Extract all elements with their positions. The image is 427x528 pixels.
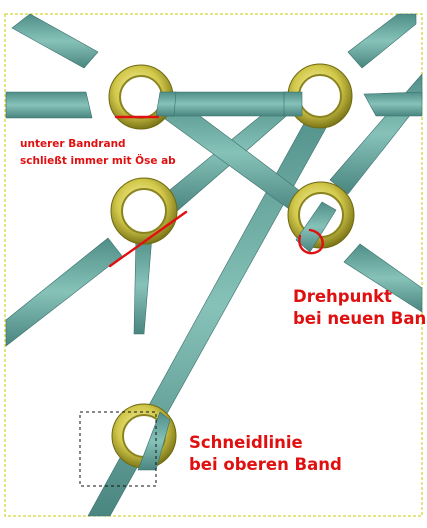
eyelet-middle-left: [110, 177, 178, 245]
annotation-schneidlinie-line2: bei oberen Band: [189, 455, 342, 474]
ribbon-top-left: [11, 13, 99, 69]
annotation-drehpunkt-line2: bei neuen Band: [293, 309, 427, 328]
pivot-circle-marker: [298, 228, 324, 255]
ribbon-right-middle: [343, 243, 423, 313]
ribbon-vertical-mid: [133, 235, 153, 335]
ribbon-overlay-layer: [137, 91, 337, 471]
ribbon-left-lower: [5, 237, 123, 347]
annotation-bandrand-line2: schließt immer mit Öse ab: [20, 155, 176, 167]
canvas-selection-border: [4, 13, 423, 517]
selection-marquee: [79, 411, 157, 487]
annotation-bandrand: unterer Bandrand schließt immer mit Öse …: [20, 136, 176, 170]
annotation-schneidlinie-line1: Schneidlinie: [189, 433, 303, 452]
cut-line-marker: [108, 210, 188, 268]
eyelet-top-right: [287, 63, 353, 129]
annotation-bandrand-line1: unterer Bandrand: [20, 138, 126, 150]
ribbon-over-mid-right: [295, 201, 337, 253]
ribbon-over-top-right: [283, 91, 303, 117]
annotation-drehpunkt: Drehpunkt bei neuen Band: [293, 286, 427, 330]
annotation-schneidlinie: Schneidlinie bei oberen Band: [189, 432, 342, 476]
annotation-drehpunkt-line1: Drehpunkt: [293, 287, 392, 306]
annotation-marks: [108, 115, 324, 268]
ribbon-over-bottom: [137, 411, 171, 471]
ribbon-over-top-left: [155, 91, 177, 117]
ribbon-horizontal-middle: [163, 91, 299, 117]
ribbon-top-right: [347, 13, 417, 69]
ribbon-horizontal-right: [363, 91, 423, 117]
ribbon-horizontal-left: [5, 91, 93, 119]
